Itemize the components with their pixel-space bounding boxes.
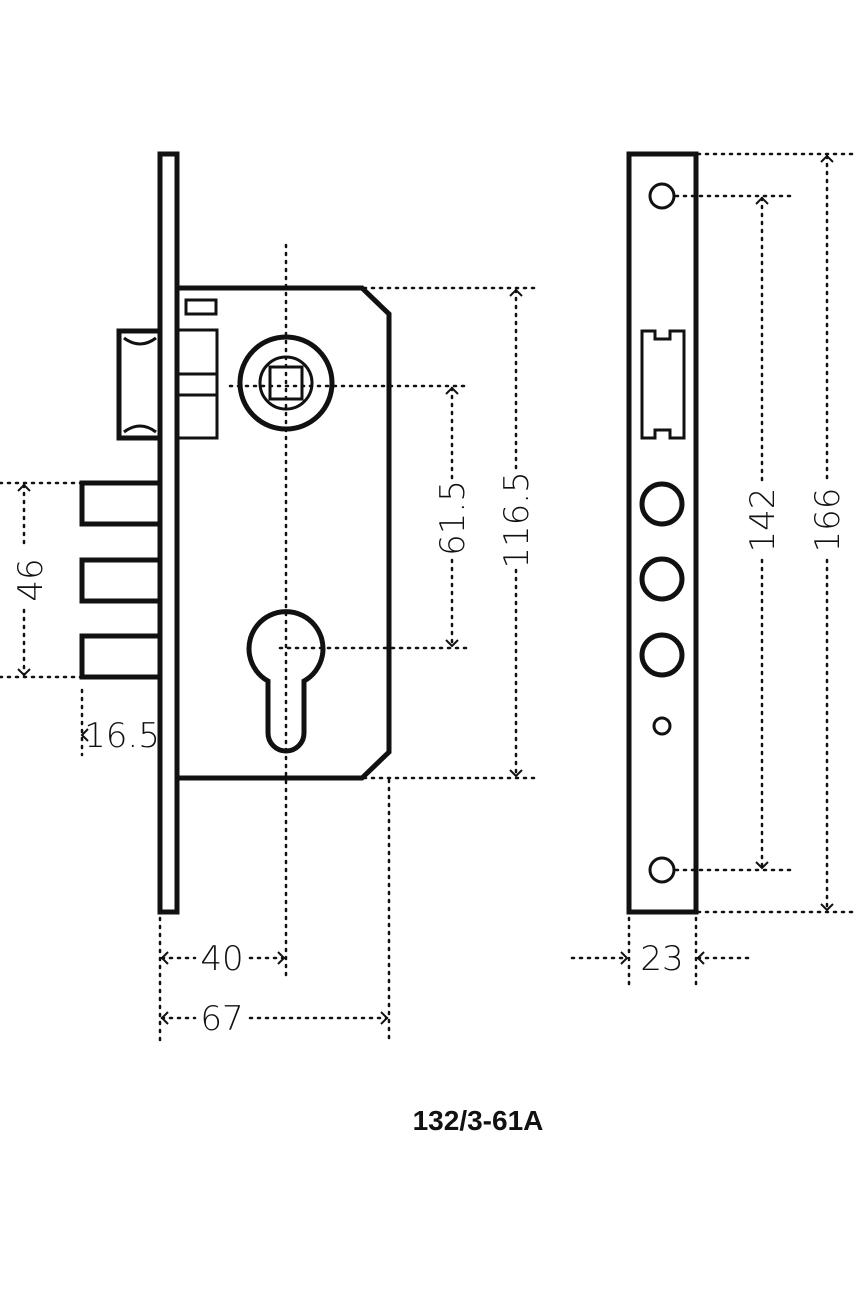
- deadbolt-3: [79, 633, 163, 680]
- dim-case-height: 116.5: [497, 288, 537, 778]
- dim-faceplate-width: 23: [570, 939, 754, 979]
- dim-bolt-span-label: 46: [11, 558, 51, 601]
- dim-screw-spacing: 142: [743, 196, 783, 870]
- latch-opening: [640, 329, 686, 440]
- latch-housing: [175, 328, 219, 440]
- dim-backset-label: 40: [200, 939, 243, 979]
- dim-backset: 40: [160, 939, 286, 979]
- bolt-hole-2: [639, 556, 685, 602]
- case-slot: [184, 298, 218, 316]
- dim-center-distance-label: 61.5: [433, 480, 473, 556]
- dim-case-height-label: 116.5: [497, 471, 537, 568]
- dim-bolt-throw-label: 16.5: [84, 716, 160, 756]
- dim-center-distance: 61.5: [433, 386, 473, 648]
- front-faceplate: [157, 151, 180, 915]
- side-faceplate: [626, 151, 699, 915]
- dim-bolt-throw: 16.5: [80, 716, 160, 756]
- latch-bolt-curve-top: [123, 336, 157, 346]
- deadbolt-1: [79, 480, 163, 527]
- latch-bolt-curve-bottom: [123, 424, 157, 434]
- bolt-hole-1: [639, 481, 685, 527]
- dim-screw-spacing-label: 142: [743, 488, 783, 553]
- dim-faceplate-length: 166: [808, 154, 848, 912]
- dim-bolt-span: 46: [11, 483, 51, 677]
- screw-hole-top: [648, 182, 676, 210]
- screw-hole-bottom: [648, 856, 676, 884]
- lock-case: [177, 285, 392, 781]
- dim-case-depth: 67: [160, 999, 389, 1039]
- faceplate-side-view: [626, 151, 699, 915]
- cylinder-hole: [246, 609, 326, 754]
- front-view-extension-lines: [0, 243, 542, 1042]
- latch-bolt: [116, 328, 163, 441]
- model-number: 132/3-61A: [413, 1105, 544, 1136]
- dim-faceplate-width-label: 23: [640, 939, 683, 979]
- side-view-extension-lines: [627, 152, 855, 987]
- bolt-hole-3: [639, 632, 685, 678]
- lock-body-front-view: [79, 151, 392, 915]
- dim-faceplate-length-label: 166: [808, 488, 848, 553]
- dim-case-depth-label: 67: [200, 999, 243, 1039]
- deadbolt-2: [79, 557, 163, 604]
- small-hole: [652, 716, 672, 736]
